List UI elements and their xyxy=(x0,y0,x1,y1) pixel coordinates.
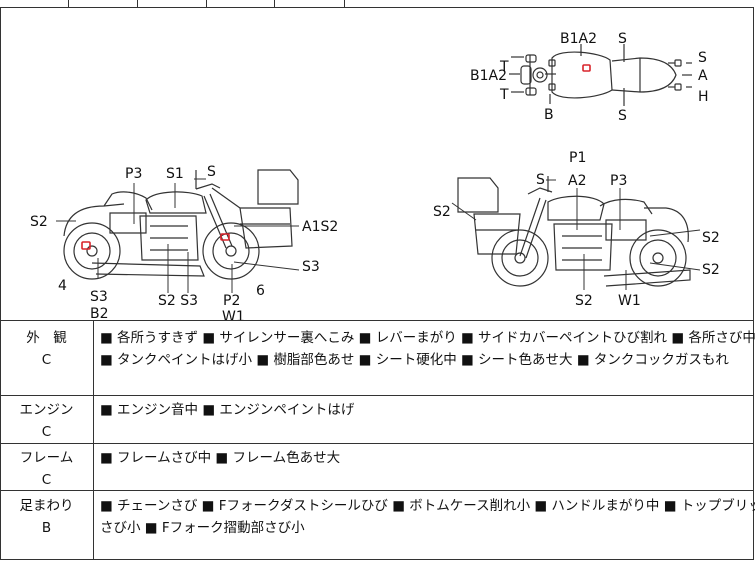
column-divider xyxy=(68,0,69,7)
table-divider xyxy=(0,320,754,321)
label-s3-right: S3 xyxy=(302,259,320,275)
label-s1-left: S1 xyxy=(166,166,184,182)
condition-line: ■ エンジン音中 ■ エンジンペイントはげ xyxy=(100,402,355,418)
table-divider xyxy=(0,490,754,491)
label-b1a2-left: B1A2 xyxy=(470,68,507,84)
condition-line: さび小 ■ Fフォーク摺動部さび小 xyxy=(100,520,305,536)
top-view-motorcycle xyxy=(509,44,692,106)
damage-marker xyxy=(582,64,591,72)
label-p3-left: P3 xyxy=(125,166,142,182)
row-items-frame: ■ フレームさび中 ■ フレーム色あせ大 xyxy=(100,447,752,469)
grade-label: C xyxy=(41,424,52,440)
label-s-right: S xyxy=(698,50,707,66)
left-view-motorcycle xyxy=(63,169,299,280)
label-b-bottom: B xyxy=(544,107,554,123)
damage-marker xyxy=(81,241,91,250)
label-four: 4 xyxy=(58,278,67,294)
condition-line: ■ フレームさび中 ■ フレーム色あせ大 xyxy=(100,450,341,466)
column-divider xyxy=(137,0,138,7)
condition-sheet-frame xyxy=(0,7,754,560)
label-s2-right-bottom: S2 xyxy=(575,293,593,309)
label-six: 6 xyxy=(256,283,265,299)
category-label: フレーム xyxy=(19,450,74,466)
right-view-motorcycle xyxy=(457,176,691,287)
row-items-exterior: ■ 各所うすきず ■ サイレンサー裏へこみ ■ レバーまがり ■ サイドカバーペ… xyxy=(100,327,755,371)
label-t-top: T xyxy=(499,59,509,75)
row-category-suspension: 足まわり B xyxy=(0,495,93,539)
label-s2s3: S2 S3 xyxy=(158,293,198,309)
condition-line: ■ タンクペイントはげ小 ■ 樹脂部色あせ ■ シート硬化中 ■ シート色あせ大… xyxy=(100,352,729,368)
label-s2-right-left: S2 xyxy=(433,204,451,220)
label-s2-left: S2 xyxy=(30,214,48,230)
label-a-right: A xyxy=(698,68,708,84)
label-t-bottom: T xyxy=(499,87,509,103)
label-s-left-top: S xyxy=(207,164,216,180)
label-p1: P1 xyxy=(569,150,586,166)
row-category-engine: エンジン C xyxy=(0,399,93,443)
column-divider xyxy=(274,0,275,7)
label-h-right: H xyxy=(698,89,709,105)
label-w1-left: W1 xyxy=(222,309,245,320)
category-label: 外 観 xyxy=(26,330,67,346)
label-w1-right: W1 xyxy=(618,293,641,309)
row-items-engine: ■ エンジン音中 ■ エンジンペイントはげ xyxy=(100,399,752,421)
table-divider xyxy=(0,395,754,396)
row-category-frame: フレーム C xyxy=(0,447,93,491)
condition-line: ■ 各所うすきず ■ サイレンサー裏へこみ ■ レバーまがり ■ サイドカバーペ… xyxy=(100,330,755,346)
category-label: エンジン xyxy=(19,402,74,418)
row-items-suspension: ■ チェーンさび ■ Fフォークダストシールひび ■ ボトムケース削れ小 ■ ハ… xyxy=(100,495,755,539)
label-s2-right-1: S2 xyxy=(702,230,720,246)
label-s-right-top: S xyxy=(536,172,545,188)
motorcycle-damage-diagram: T B1A2 S S B1A2 A T H B S P3 S1 S S2 A1S… xyxy=(30,31,720,320)
label-b2: B2 xyxy=(90,306,109,320)
label-s3-bottom: S3 xyxy=(90,289,108,305)
grade-label: C xyxy=(41,472,52,488)
column-divider xyxy=(93,320,94,560)
label-a1s2: A1S2 xyxy=(302,219,338,235)
label-s-top: S xyxy=(618,31,627,47)
label-p3-right: P3 xyxy=(610,173,627,189)
top-table-row xyxy=(0,0,754,8)
label-b1a2-top: B1A2 xyxy=(560,31,597,47)
row-category-exterior: 外 観 C xyxy=(0,327,93,371)
column-divider xyxy=(344,0,345,7)
column-divider xyxy=(206,0,207,7)
category-label: 足まわり xyxy=(19,498,74,514)
label-a2-right: A2 xyxy=(568,173,586,189)
damage-marker xyxy=(220,233,230,241)
label-p2: P2 xyxy=(223,293,240,309)
condition-line: ■ チェーンさび ■ Fフォークダストシールひび ■ ボトムケース削れ小 ■ ハ… xyxy=(100,498,755,514)
table-divider xyxy=(0,443,754,444)
grade-label: C xyxy=(41,352,52,368)
grade-label: B xyxy=(41,520,52,536)
label-s-bottom: S xyxy=(618,108,627,124)
label-s2-right-2: S2 xyxy=(702,262,720,278)
